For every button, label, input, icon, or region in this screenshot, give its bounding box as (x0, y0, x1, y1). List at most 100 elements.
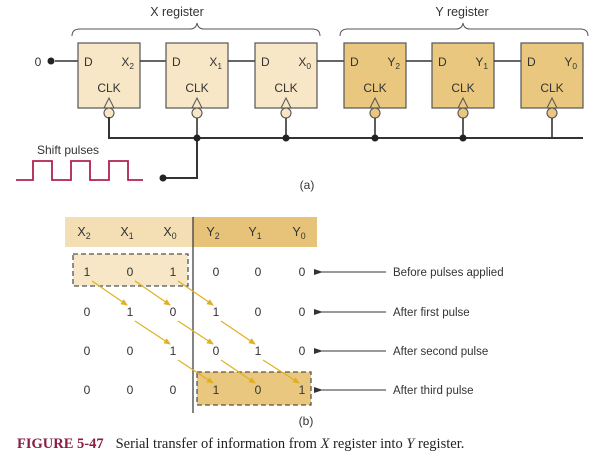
table-cell: 1 (84, 265, 91, 279)
table-cell: 0 (255, 305, 262, 319)
x-initial-highlight (72, 253, 189, 287)
clock-feed-wire (163, 138, 198, 179)
clock-edge-triangle (280, 96, 292, 109)
x-header-band (65, 217, 193, 247)
table-cell: 0 (255, 383, 262, 397)
shift-arrow (134, 320, 171, 345)
shift-arrow (91, 280, 128, 306)
q-output-label: X0 (298, 55, 311, 71)
clock-inversion-bubble (103, 107, 115, 119)
figure-number: FIGURE 5-47 (17, 436, 104, 452)
table-cell: 1 (213, 383, 220, 397)
clk-label: CLK (97, 81, 120, 95)
x-register-label: X register (150, 5, 204, 19)
table-header-y1: Y1 (248, 225, 261, 241)
caption-text-3: register. (414, 436, 465, 452)
clk-label: CLK (540, 81, 563, 95)
table-cell: 1 (299, 383, 306, 397)
clock-edge-triangle (546, 96, 558, 109)
table-cell: 0 (127, 344, 134, 358)
part-b-label: (b) (299, 414, 314, 428)
q-output-label: X2 (121, 55, 134, 71)
bus-junction-dot (459, 134, 467, 142)
row-label: Before pulses applied (393, 267, 504, 279)
table-cell: 1 (255, 344, 262, 358)
table-cell: 1 (127, 305, 134, 319)
caption-text-2: register into (329, 436, 407, 452)
table-cell: 1 (170, 344, 177, 358)
part-a-label: (a) (300, 178, 315, 192)
caption-text-1: Serial transfer of information from (115, 436, 321, 452)
table-header-x0: X0 (163, 225, 176, 241)
shift-pulse-waveform (16, 160, 143, 181)
bus-junction-dot (193, 134, 201, 142)
table-row: 1 0 1 0 0 0 (84, 265, 306, 279)
table-cell: 1 (170, 265, 177, 279)
table-cell: 0 (127, 383, 134, 397)
table-cell: 0 (299, 305, 306, 319)
table-cell: 0 (299, 344, 306, 358)
shift-arrow (220, 359, 256, 384)
shift-arrow (220, 320, 256, 345)
clk-label: CLK (185, 81, 208, 95)
row-label: After first pulse (393, 307, 470, 319)
figure-caption: FIGURE 5-47 Serial transfer of informatio… (17, 436, 464, 453)
d-input-label: D (438, 55, 447, 69)
q-output-label: Y2 (387, 55, 400, 71)
table-cell: 0 (299, 265, 306, 279)
clock-edge-triangle (369, 96, 381, 109)
clk-label: CLK (451, 81, 474, 95)
serial-input-terminal (47, 57, 55, 65)
q-output-label: X1 (209, 55, 222, 71)
serial-input-value: 0 (35, 55, 42, 69)
clock-inversion-bubble (546, 107, 558, 119)
clock-inversion-bubble (280, 107, 292, 119)
table-cell: 0 (255, 265, 262, 279)
shift-arrow (177, 280, 214, 306)
table-cell: 0 (170, 305, 177, 319)
row-label: After third pulse (393, 385, 474, 397)
table-header-x1: X1 (120, 225, 133, 241)
d-input-label: D (527, 55, 536, 69)
clock-inversion-bubble (191, 107, 203, 119)
clock-bus (108, 117, 583, 139)
clk-label: CLK (363, 81, 386, 95)
clock-edge-triangle (103, 96, 115, 109)
y-header-band (193, 217, 317, 247)
d-input-label: D (261, 55, 270, 69)
shift-arrow (177, 320, 214, 345)
clk-label: CLK (274, 81, 297, 95)
table-cell: 0 (213, 344, 220, 358)
bus-junction-dot (282, 134, 290, 142)
table-cell: 0 (84, 344, 91, 358)
shift-pulses-label: Shift pulses (37, 143, 99, 157)
table-cell: 0 (127, 265, 134, 279)
x-register-brace (71, 22, 321, 37)
table-cell: 0 (213, 265, 220, 279)
q-output-label: Y0 (564, 55, 577, 71)
y-register-brace (339, 22, 589, 37)
shift-arrow (177, 359, 214, 384)
d-input-label: D (84, 55, 93, 69)
table-header-y0: Y0 (292, 225, 305, 241)
d-input-label: D (350, 55, 359, 69)
clock-inversion-bubble (457, 107, 469, 119)
q-output-label: Y1 (475, 55, 488, 71)
y-register-label: Y register (435, 5, 488, 19)
table-header-y2: Y2 (206, 225, 219, 241)
caption-x: X (320, 436, 330, 452)
shift-pulse-input-terminal (159, 174, 167, 182)
row-label: After second pulse (393, 346, 488, 358)
table-cell: 1 (213, 305, 220, 319)
